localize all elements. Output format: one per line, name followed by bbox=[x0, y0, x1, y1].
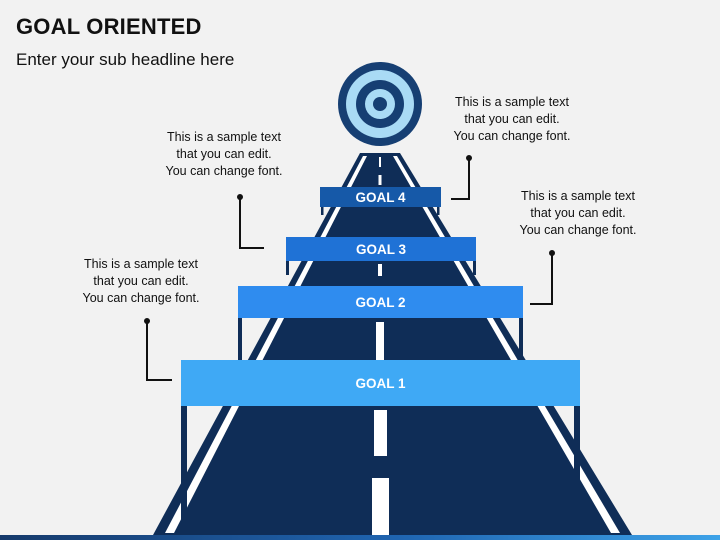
bullseye-icon bbox=[338, 62, 422, 146]
goal-1-banner: GOAL 1 bbox=[181, 360, 580, 532]
note-line: You can change font. bbox=[519, 223, 637, 237]
goal-4-banner: GOAL 4 bbox=[320, 187, 441, 215]
note-line: that you can edit. bbox=[464, 112, 560, 126]
note-left-lower: This is a sample text that you can edit.… bbox=[51, 256, 231, 307]
note-line: that you can edit. bbox=[93, 274, 189, 288]
note-line: You can change font. bbox=[453, 129, 571, 143]
note-right-lower: This is a sample text that you can edit.… bbox=[488, 188, 668, 239]
note-line: This is a sample text bbox=[521, 189, 635, 203]
road bbox=[153, 153, 632, 535]
footer-accent-bar bbox=[0, 535, 720, 540]
note-left-upper: This is a sample text that you can edit.… bbox=[134, 129, 314, 180]
goal-3-label: GOAL 3 bbox=[356, 242, 407, 257]
note-line: You can change font. bbox=[82, 291, 200, 305]
page-subtitle: Enter your sub headline here bbox=[16, 50, 235, 69]
note-line: This is a sample text bbox=[167, 130, 281, 144]
note-line: This is a sample text bbox=[84, 257, 198, 271]
goal-2-banner: GOAL 2 bbox=[238, 286, 523, 362]
goal-1-label: GOAL 1 bbox=[355, 376, 406, 391]
goal-2-label: GOAL 2 bbox=[355, 295, 405, 310]
note-line: You can change font. bbox=[165, 164, 283, 178]
center-lane-markings bbox=[372, 157, 389, 535]
note-line: This is a sample text bbox=[455, 95, 569, 109]
callout-connectors bbox=[144, 155, 555, 381]
page-title: GOAL ORIENTED bbox=[16, 14, 202, 39]
goal-4-label: GOAL 4 bbox=[355, 190, 406, 205]
note-line: that you can edit. bbox=[530, 206, 626, 220]
note-line: that you can edit. bbox=[176, 147, 272, 161]
note-right-upper: This is a sample text that you can edit.… bbox=[422, 94, 602, 145]
goal-3-banner: GOAL 3 bbox=[286, 237, 476, 275]
